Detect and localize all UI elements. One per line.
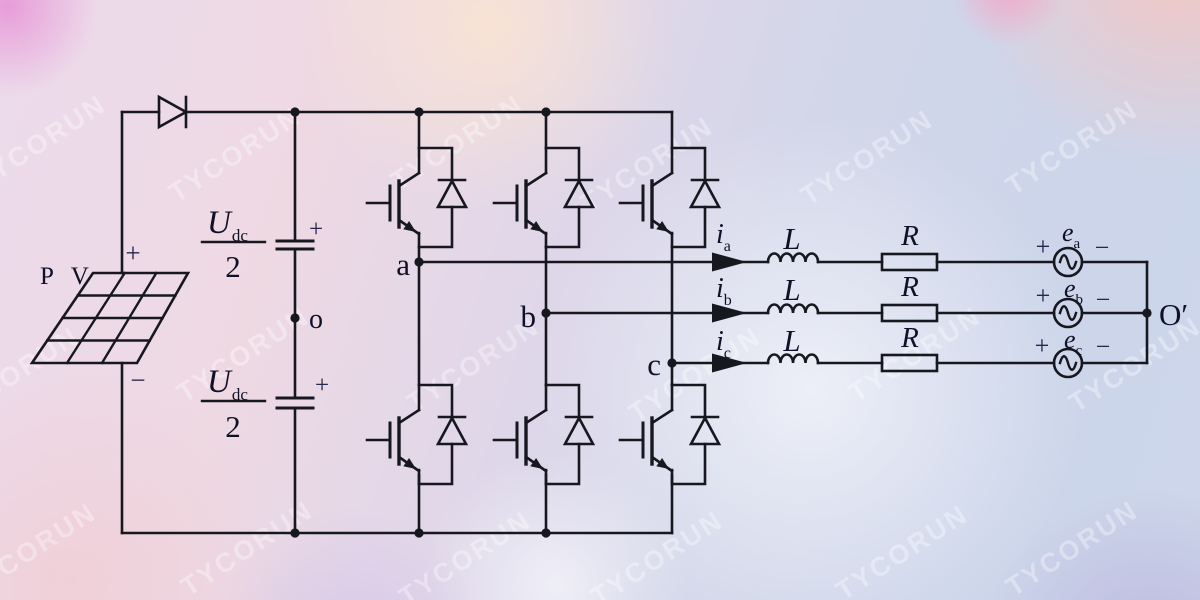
svg-text:ic: ic	[716, 326, 731, 362]
resistor-label-c: R	[900, 322, 919, 354]
inductor-label-b: L	[782, 272, 800, 307]
source-b-plus: +	[1036, 281, 1051, 310]
pv-plus-sign: +	[125, 238, 140, 268]
watermark: TYCORUN	[576, 111, 719, 218]
source-b-subscript: b	[1076, 292, 1084, 308]
watermark-layer: TYCORUN TYCORUN TYCORUN TYCORUN TYCORUN …	[0, 89, 1200, 600]
watermark: TYCORUN	[0, 497, 102, 600]
watermark: TYCORUN	[624, 321, 767, 428]
inductor-label-c: L	[782, 323, 800, 358]
current-ib-symbol: i	[716, 273, 724, 304]
svg-text:ib: ib	[716, 273, 732, 309]
cap-bottom-plus-sign: +	[315, 372, 329, 399]
neutral-label-o-prime: O′	[1159, 297, 1188, 332]
source-c-labels: + ec −	[1035, 325, 1111, 361]
source-c-minus: −	[1096, 332, 1111, 361]
phase-c-line	[670, 347, 1149, 379]
phase-b-line	[544, 297, 1149, 329]
source-c-plus: +	[1035, 331, 1050, 360]
svg-text:eb: eb	[1064, 274, 1083, 308]
current-ia-subscript: a	[724, 238, 731, 255]
source-b-minus: −	[1096, 285, 1111, 314]
watermark: TYCORUN	[586, 505, 729, 600]
dc-bus-wiring	[120, 110, 674, 535]
udc-bottom-subscript: dc	[232, 385, 249, 404]
source-b-labels: + eb −	[1036, 274, 1111, 314]
svg-text:Udc: Udc	[207, 364, 248, 404]
udc-top-label: Udc 2	[200, 205, 267, 284]
source-a-symbol: e	[1062, 218, 1074, 247]
watermark: TYCORUN	[176, 495, 319, 600]
watermark: TYCORUN	[796, 104, 939, 211]
node-label-a: a	[396, 247, 410, 282]
watermark: TYCORUN	[0, 89, 112, 196]
current-ic-symbol: i	[716, 326, 724, 357]
node-label-b: b	[521, 299, 537, 334]
igbt-lower-b	[492, 383, 595, 486]
udc-bottom-label: Udc 2	[200, 364, 267, 444]
watermark: TYCORUN	[394, 505, 537, 600]
resistor-label-a: R	[900, 220, 919, 252]
svg-text:Udc: Udc	[207, 205, 248, 245]
phase-a-line	[417, 246, 1149, 278]
source-a-labels: + ea −	[1036, 218, 1110, 262]
pv-minus-sign: −	[130, 365, 145, 395]
watermark: TYCORUN	[831, 499, 974, 600]
inductor-label-a: L	[782, 221, 800, 256]
source-c-subscript: c	[1076, 343, 1083, 359]
udc-bottom-denominator: 2	[225, 409, 241, 444]
source-a-subscript: a	[1074, 236, 1081, 252]
source-a-minus: −	[1095, 233, 1110, 262]
current-ib-subscript: b	[724, 292, 732, 309]
udc-bottom-symbol: U	[207, 364, 233, 400]
udc-top-symbol: U	[207, 205, 233, 241]
udc-top-denominator: 2	[225, 249, 241, 284]
watermark: TYCORUN	[0, 321, 85, 428]
svg-text:ea: ea	[1062, 218, 1081, 252]
source-c-symbol: e	[1064, 325, 1076, 354]
current-ic-subscript: c	[724, 345, 731, 362]
watermark: TYCORUN	[1001, 495, 1144, 600]
node-label-c: c	[647, 347, 661, 382]
blocking-diode	[157, 94, 189, 130]
svg-text:ec: ec	[1064, 325, 1083, 359]
source-a-plus: +	[1036, 232, 1051, 261]
svg-text:ia: ia	[716, 219, 731, 255]
source-b-symbol: e	[1064, 274, 1076, 303]
midpoint-label-o: o	[309, 304, 323, 335]
resistor-label-b: R	[900, 271, 919, 303]
pv-panel	[29, 271, 191, 365]
udc-top-subscript: dc	[232, 226, 249, 245]
watermark: TYCORUN	[1001, 94, 1144, 201]
cap-top-plus-sign: +	[309, 216, 323, 243]
current-ia-symbol: i	[716, 219, 724, 250]
dc-link-capacitors	[275, 110, 315, 535]
pv-label: P V	[40, 263, 95, 290]
